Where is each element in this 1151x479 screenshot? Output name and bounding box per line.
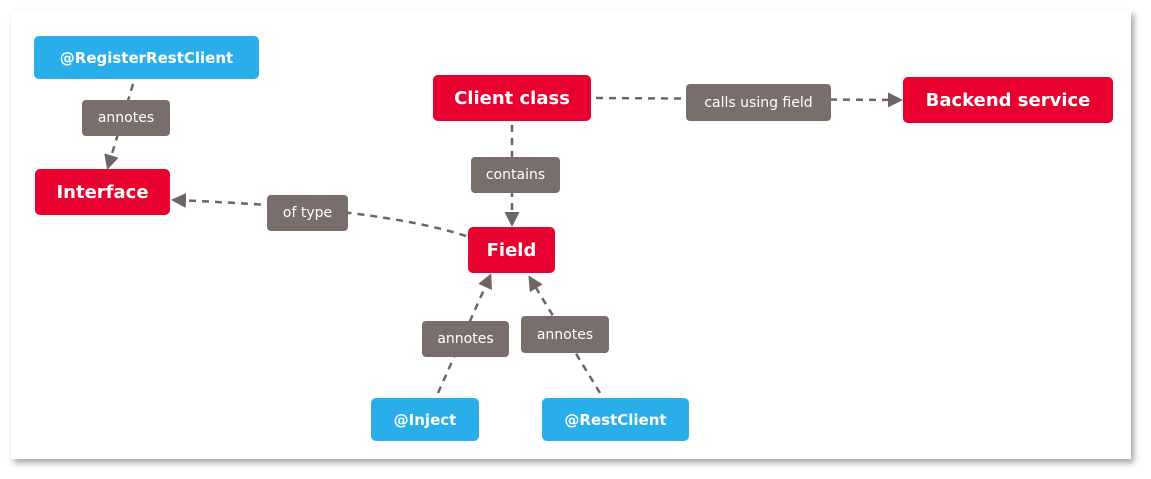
edge-label-register-annotes: annotes: [82, 100, 170, 136]
edge-label-text: of type: [282, 205, 333, 221]
client-class-node: Client class: [433, 75, 591, 121]
edge-field-to-interface: [171, 192, 467, 238]
edge-label-of-type: of type: [267, 195, 348, 231]
backend-service-label: Backend service: [925, 89, 1091, 111]
field-label: Field: [486, 239, 537, 261]
edge-label-inject-annotes: annotes: [422, 321, 509, 357]
field-node: Field: [468, 227, 555, 273]
edge-label-text: annotes: [536, 326, 594, 343]
rest-client-node: @RestClient: [542, 398, 689, 441]
client-class-label: Client class: [454, 87, 570, 109]
interface-node: Interface: [35, 169, 170, 215]
edge-client-to-backend: [595, 92, 903, 108]
edge-label-text: contains: [485, 167, 546, 183]
rest-client-label: @RestClient: [564, 410, 667, 429]
edge-label-text: annotes: [437, 331, 494, 347]
edge-label-text: annotes: [97, 110, 155, 126]
edge-label-contains: contains: [471, 157, 560, 193]
edge-label-text: calls using field: [704, 94, 813, 111]
interface-label: Interface: [56, 181, 149, 203]
edge-inject-to-field: [436, 273, 492, 394]
backend-service-node: Backend service: [903, 77, 1113, 123]
register-rest-client-node: @RegisterRestClient: [34, 36, 259, 79]
edge-label-restclient-annotes: annotes: [521, 316, 609, 353]
inject-label: @Inject: [393, 410, 457, 429]
register-rest-client-label: @RegisterRestClient: [59, 48, 234, 67]
edge-label-calls-using-field: calls using field: [686, 84, 831, 121]
inject-node: @Inject: [371, 398, 479, 441]
